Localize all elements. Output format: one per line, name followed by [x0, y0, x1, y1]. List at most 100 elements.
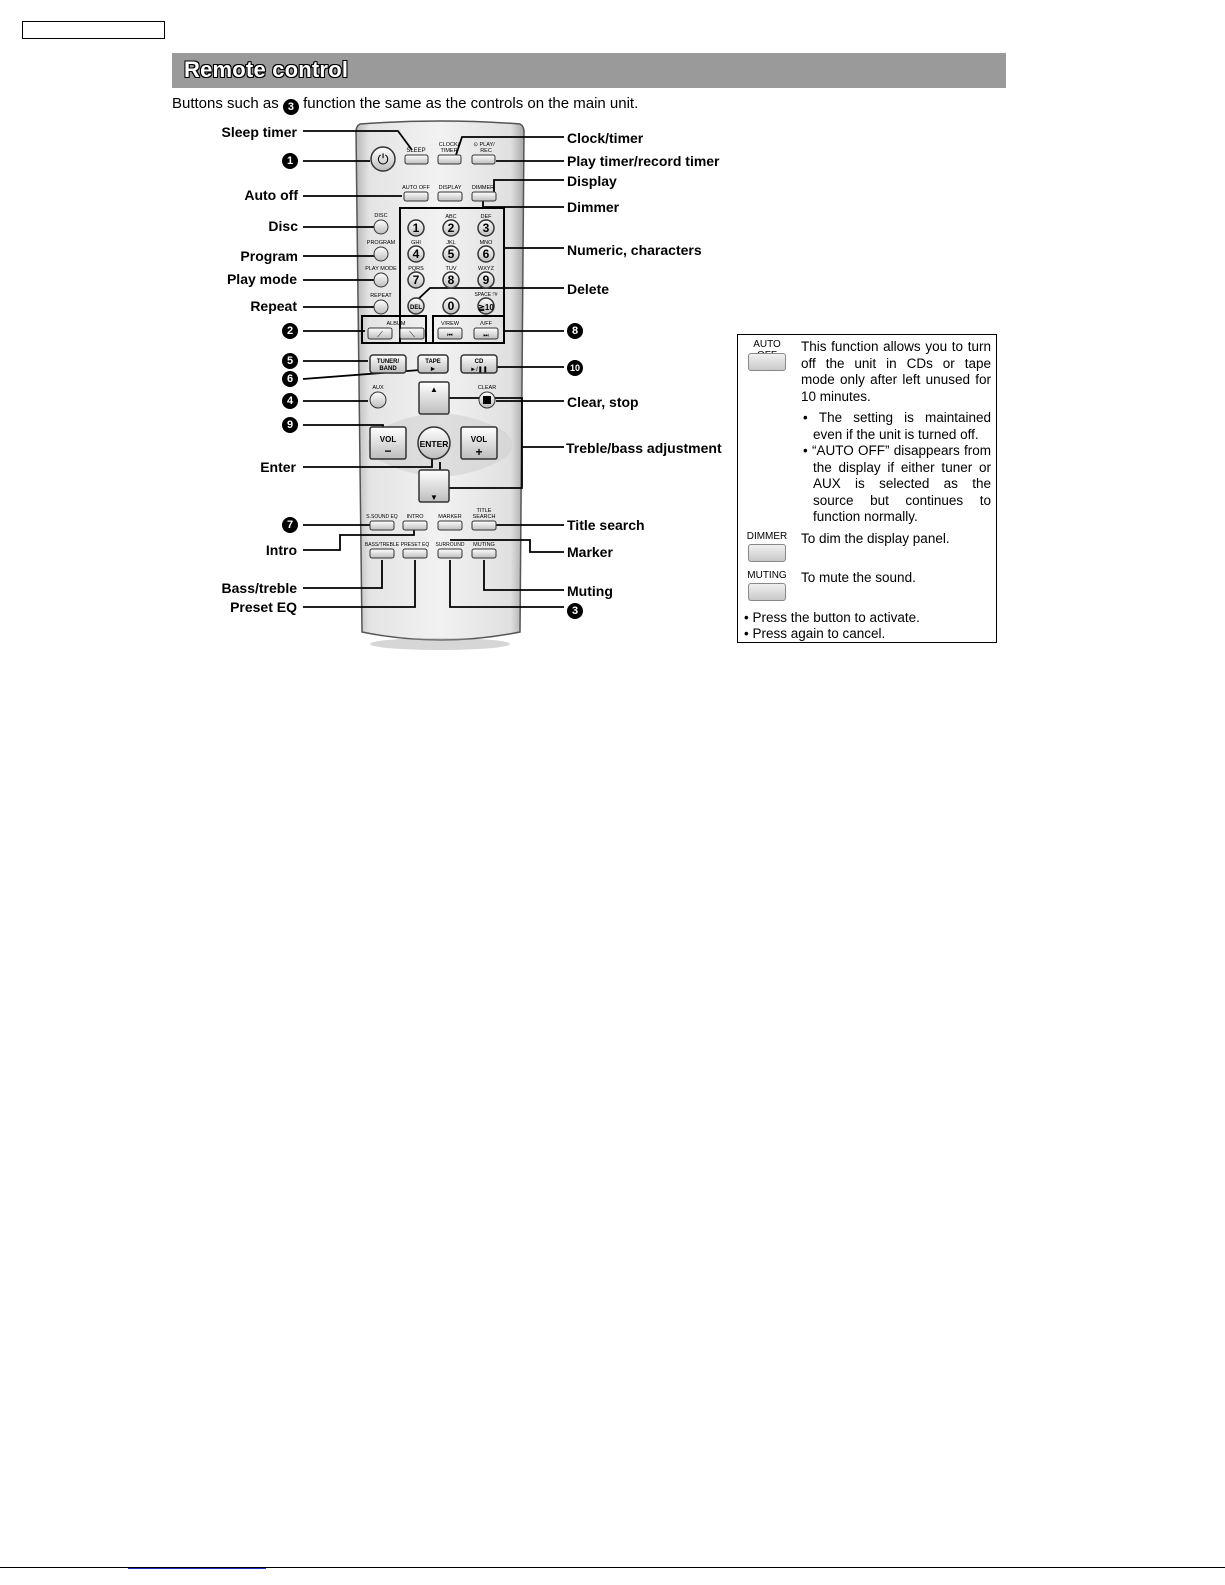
callout-album: 2 — [282, 323, 298, 339]
key-6-label: 7 — [413, 273, 420, 287]
delete-button[interactable] — [407, 297, 425, 315]
key-6-button[interactable] — [407, 271, 425, 289]
key-5-button[interactable] — [477, 245, 495, 263]
label-title-search: Title search — [567, 517, 645, 533]
info-foot-2: • Press again to cancel. — [744, 626, 886, 641]
marker-btn-label: MARKER — [438, 514, 462, 520]
label-play-mode: Play mode — [226, 271, 297, 287]
intro-before: Buttons such as — [172, 95, 279, 112]
key-letters-2: DEF — [481, 214, 493, 220]
callout-tuner: 5 — [282, 353, 298, 369]
numpad: 1ABC2DEF3GHI4JKL5MNO6PQRS7TUV8WXYZ90SPAC… — [407, 214, 498, 315]
sleep-label: SLEEP — [406, 148, 425, 154]
key-1-label: 2 — [448, 221, 455, 235]
key-2-button[interactable] — [477, 219, 495, 237]
ff-label: Λ/FF — [480, 321, 493, 327]
display-label: DISPLAY — [439, 185, 462, 191]
label-clock-timer: Clock/timer — [567, 130, 644, 146]
intro-text: Buttons such as 3 function the same as t… — [172, 95, 638, 115]
key-3-button[interactable] — [407, 245, 425, 263]
program-button — [373, 246, 389, 262]
ff-button — [473, 327, 499, 340]
tape-button — [417, 354, 449, 374]
intro-button — [402, 520, 428, 531]
aux-button — [369, 391, 387, 409]
s-sound-eq-button — [369, 520, 395, 531]
stop-icon — [483, 396, 491, 404]
muting-key-label: MUTING — [747, 570, 787, 581]
label-intro: Intro — [265, 542, 297, 558]
key-0-button[interactable] — [407, 219, 425, 237]
key-8-button[interactable] — [477, 271, 495, 289]
auto-off-key-icon — [748, 353, 786, 371]
power-icon: ⏻ — [377, 151, 388, 167]
key-10-button[interactable] — [477, 297, 495, 315]
label-bass-treble: Bass/treble — [221, 580, 297, 596]
vol-down-button — [369, 426, 407, 460]
down-button — [418, 469, 450, 503]
label-enter: Enter — [260, 459, 296, 475]
key-4-button[interactable] — [442, 245, 460, 263]
key-9-button[interactable] — [442, 297, 460, 315]
play-mode-label: PLAY MODE — [365, 266, 397, 272]
up-icon: ▲ — [430, 385, 438, 394]
remote-diagram: ⏻ SLEEP CLOCK/ TIMER ⊙ PLAY/ REC AUTO OF… — [302, 120, 564, 650]
bass-treble-button — [369, 548, 395, 559]
key-2-label: 3 — [483, 221, 490, 235]
dimmer-description: To dim the display panel. — [801, 531, 950, 546]
vol-down-label: VOL — [380, 435, 397, 444]
svg-text:TITLE: TITLE — [477, 508, 492, 514]
label-display: Display — [567, 173, 617, 189]
label-numeric: Numeric, characters — [567, 242, 702, 258]
display-button — [437, 191, 463, 202]
muting-btn-label: MUTING — [473, 542, 495, 548]
muting-description: To mute the sound. — [801, 570, 916, 585]
muting-key-icon — [748, 583, 786, 601]
clock-timer-button — [437, 154, 462, 165]
s-sound-eq-label: S.SOUND EQ — [366, 514, 398, 520]
svg-text:BAND: BAND — [379, 366, 397, 372]
key-1-button[interactable] — [442, 219, 460, 237]
label-play-record-timer: Play timer/record timer — [567, 153, 720, 169]
label-delete: Delete — [567, 281, 610, 297]
album-down-icon: ⟋ — [377, 330, 383, 339]
label-disc: Disc — [268, 218, 298, 234]
label-muting: Muting — [567, 583, 613, 599]
key-letters-5: MNO — [480, 240, 494, 246]
footer-link-underline — [128, 1568, 266, 1569]
label-auto-off: Auto off — [244, 187, 298, 203]
program-label: PROGRAM — [367, 240, 396, 246]
callout-surround: 3 — [567, 603, 583, 619]
rew-button — [437, 327, 463, 340]
key-8-label: 9 — [483, 273, 490, 287]
key-0-label: 1 — [413, 221, 420, 235]
up-button — [418, 381, 450, 415]
dimmer-button — [471, 191, 497, 202]
clear-label: CLEAR — [478, 385, 496, 391]
dimmer-label: DIMMER — [472, 185, 494, 191]
preset-eq-btn-label: PRESET EQ — [401, 542, 430, 548]
key-3-label: 4 — [413, 247, 420, 261]
callout-cd: 10 — [567, 360, 583, 376]
svg-text:TIMER: TIMER — [440, 148, 457, 154]
key-letters-4: JKL — [446, 240, 455, 246]
label-sleep-timer: Sleep timer — [221, 124, 297, 140]
aux-label: AUX — [372, 385, 384, 391]
play-rec-button — [471, 154, 496, 165]
key-5-label: 6 — [483, 247, 490, 261]
title-search-button — [471, 520, 497, 531]
label-marker: Marker — [567, 544, 613, 560]
vol-up-label: VOL — [471, 435, 488, 444]
label-repeat: Repeat — [250, 298, 297, 314]
album-box — [361, 315, 427, 344]
rew-label: V/REW — [441, 321, 460, 327]
callout-skip: 8 — [567, 323, 583, 339]
callout-tape: 6 — [282, 371, 298, 387]
dimmer-key-icon — [748, 544, 786, 562]
key-7-button[interactable] — [442, 271, 460, 289]
tuner-label: TUNER/ — [377, 359, 400, 365]
info-box: AUTO OFF This function allows you to tur… — [737, 334, 997, 643]
key-letters-1: ABC — [445, 214, 456, 220]
footer-rule — [0, 1567, 1225, 1568]
header-box — [22, 21, 165, 39]
